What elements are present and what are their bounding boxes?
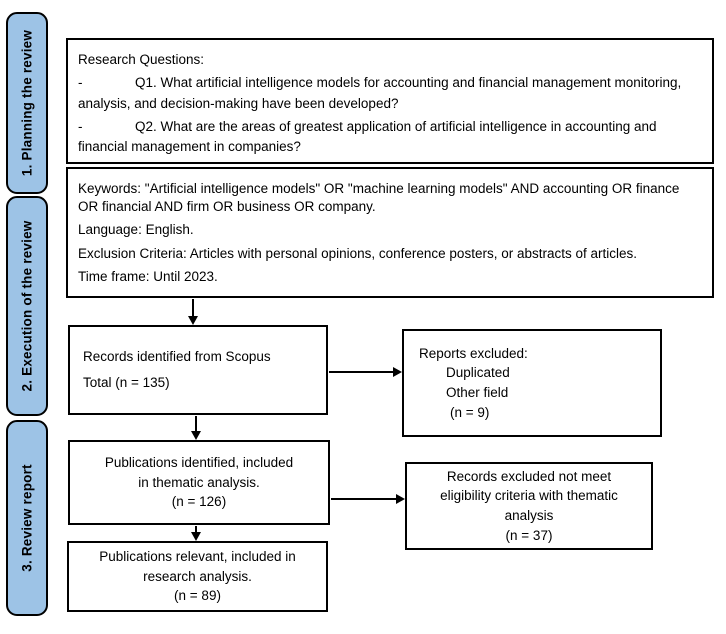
- publications-identified-count: (n = 126): [171, 494, 227, 510]
- reports-excluded-title: Reports excluded:: [419, 345, 528, 361]
- search-criteria-box: Keywords: "Artificial intelligence model…: [66, 167, 714, 298]
- publications-relevant-box: Publications relevant, included in resea…: [67, 541, 328, 612]
- records-identified-line-1: Records identified from Scopus: [83, 349, 271, 365]
- criteria-timeframe: Time frame: Until 2023.: [78, 269, 218, 285]
- records-excluded-box: Records excluded not meet eligibility cr…: [405, 462, 653, 550]
- publications-identified-line-1: Publications identified, included: [104, 455, 294, 471]
- research-question-2: -Q2. What are the areas of greatest appl…: [78, 117, 702, 158]
- arrow-records-to-publications-icon: [190, 416, 202, 440]
- reports-excluded-item-duplicated: Duplicated: [446, 365, 510, 381]
- records-identified-line-2: Total (n = 135): [83, 375, 170, 390]
- publications-relevant-line-1: Publications relevant, included in: [99, 549, 296, 565]
- records-excluded-line-1: Records excluded not meet: [446, 468, 612, 484]
- criteria-language: Language: English.: [78, 222, 194, 238]
- research-questions-box: Research Questions: -Q1. What artificial…: [66, 38, 714, 164]
- records-excluded-line-2: eligibility criteria with thematic: [440, 488, 618, 504]
- research-question-2-text: Q2. What are the areas of greatest appli…: [78, 118, 657, 154]
- arrow-records-to-reports-excluded-icon: [329, 366, 402, 378]
- research-questions-title: Research Questions:: [78, 52, 205, 67]
- bullet-dash: -: [78, 118, 83, 134]
- arrow-publications-to-relevant-icon: [190, 526, 202, 541]
- publications-identified-line-2: in thematic analysis.: [138, 474, 260, 490]
- stage-tab-planning-label: 1. Planning the review: [19, 29, 35, 177]
- stage-tab-execution-label: 2. Execution of the review: [19, 220, 35, 392]
- stage-tab-report-label: 3. Review report: [19, 464, 35, 572]
- arrow-publications-to-records-excluded-icon: [331, 493, 405, 505]
- reports-excluded-item-other-field: Other field: [446, 385, 509, 400]
- stage-tab-report: 3. Review report: [6, 420, 48, 616]
- publications-relevant-count: (n = 89): [174, 588, 221, 604]
- records-excluded-line-3: analysis: [504, 508, 554, 523]
- stage-tab-planning: 1. Planning the review: [6, 12, 48, 194]
- stage-tab-execution: 2. Execution of the review: [6, 196, 48, 416]
- criteria-keywords: Keywords: "Artificial intelligence model…: [78, 181, 680, 214]
- research-question-1-text: Q1. What artificial intelligence models …: [78, 75, 682, 111]
- reports-excluded-count: (n = 9): [450, 404, 490, 420]
- bullet-dash: -: [78, 75, 83, 91]
- publications-identified-box: Publications identified, included in the…: [68, 440, 330, 525]
- records-identified-box: Records identified from Scopus Total (n …: [68, 325, 328, 415]
- publications-relevant-line-2: research analysis.: [143, 568, 252, 584]
- records-excluded-count: (n = 37): [505, 527, 553, 543]
- criteria-exclusion: Exclusion Criteria: Articles with person…: [78, 245, 637, 261]
- research-question-1: -Q1. What artificial intelligence models…: [78, 73, 702, 114]
- reports-excluded-box: Reports excluded: Duplicated Other field…: [402, 329, 662, 437]
- arrow-criteria-to-records-icon: [187, 299, 199, 325]
